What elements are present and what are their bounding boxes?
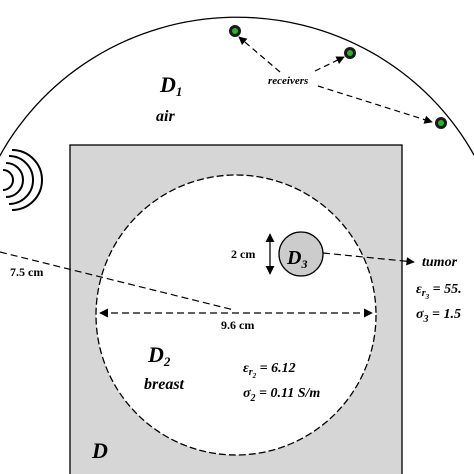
tumor-permittivity: εr3 = 55.	[416, 282, 462, 301]
receiver-1-center	[232, 28, 238, 34]
air-medium-label: air	[156, 108, 175, 125]
receiver-arrows	[238, 36, 433, 124]
air-d1-label: D1	[159, 72, 182, 99]
breast-d2-label: D2	[147, 342, 171, 369]
tumor-pointer-arrow	[322, 252, 415, 266]
breast-region-d2	[95, 174, 377, 456]
tumor-conductivity: σ3 = 1.5	[416, 307, 461, 325]
diameter-label: 9.6 cm	[221, 318, 254, 332]
tumor-d3-label: D3	[286, 247, 307, 271]
receiver-2-center	[347, 50, 353, 56]
transmitter-icon	[2, 149, 43, 211]
breast-permittivity: εr2 = 6.12	[243, 361, 296, 380]
distance-line	[0, 251, 235, 311]
receivers	[229, 25, 447, 129]
distance-label: 7.5 cm	[10, 265, 43, 279]
receiver-3-center	[438, 120, 444, 126]
tumor-label: tumor	[422, 255, 458, 270]
observation-arc	[0, 16, 474, 158]
tumor-size-label: 2 cm	[231, 247, 255, 261]
breast-conductivity: σ2 = 0.11 S/m	[243, 386, 320, 404]
receivers-label: receivers	[268, 75, 308, 87]
tumor-region-d3	[278, 231, 324, 277]
domain-d-label: D	[91, 438, 108, 463]
breast-medium-label: breast	[144, 376, 185, 393]
